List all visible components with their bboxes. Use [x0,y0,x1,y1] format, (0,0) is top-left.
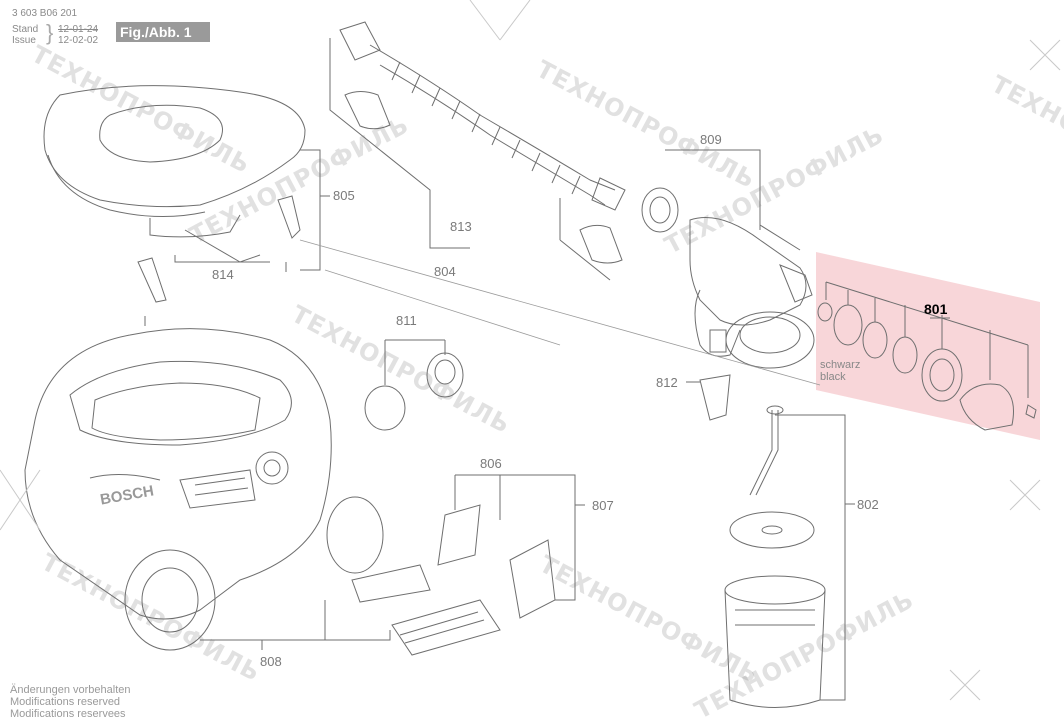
figure-label: Fig./Abb. 1 [116,22,210,42]
connector-part-b [579,224,623,264]
footer-de: Änderungen vorbehalten [10,684,131,696]
footer-en: Modifications reserved [10,696,121,708]
stand-label: Stand [12,24,39,35]
cover-part-808 [351,564,431,603]
grille-part-806 [437,504,481,566]
date-old: 12-01-24 [58,24,99,35]
callout-812: 812 [656,375,678,390]
clip-part-814 [137,257,167,303]
callout-811: 811 [396,313,417,328]
doc-number: 3 603 B06 201 [12,8,78,19]
hose-part [339,21,626,211]
highlight-area-801 [816,252,1040,440]
callout-809: 809 [700,132,722,147]
callout-805: 805 [333,188,355,203]
callout-807: 807 [592,498,614,513]
nut-part [641,187,679,233]
callout-814: 814 [212,267,234,282]
callout-804: 804 [434,264,456,279]
date-new: 12-02-02 [58,35,99,46]
callout-808: 808 [260,654,282,669]
color-note-en: black [820,371,846,383]
spray-gun-part [689,217,815,369]
ring-part-811 [364,385,406,431]
color-note-de: schwarz [820,359,861,371]
panel-part-808 [391,599,501,656]
clip-part-805 [277,195,301,239]
base-unit-part [24,328,384,651]
suction-tube-part [749,410,773,496]
grille-part-807 [509,539,556,619]
lid-part [43,85,306,238]
container-part [724,575,826,708]
footer-fr: Modifications reservees [10,708,126,720]
issue-label: Issue [12,35,36,46]
connector-part-a [344,91,391,130]
callout-806: 806 [480,456,502,471]
filter-part-812 [699,374,731,421]
callout-801: 801 [924,301,948,317]
callout-802: 802 [857,497,879,512]
gasket-part [729,511,815,549]
callout-813: 813 [450,219,472,234]
brace: } [46,20,54,45]
